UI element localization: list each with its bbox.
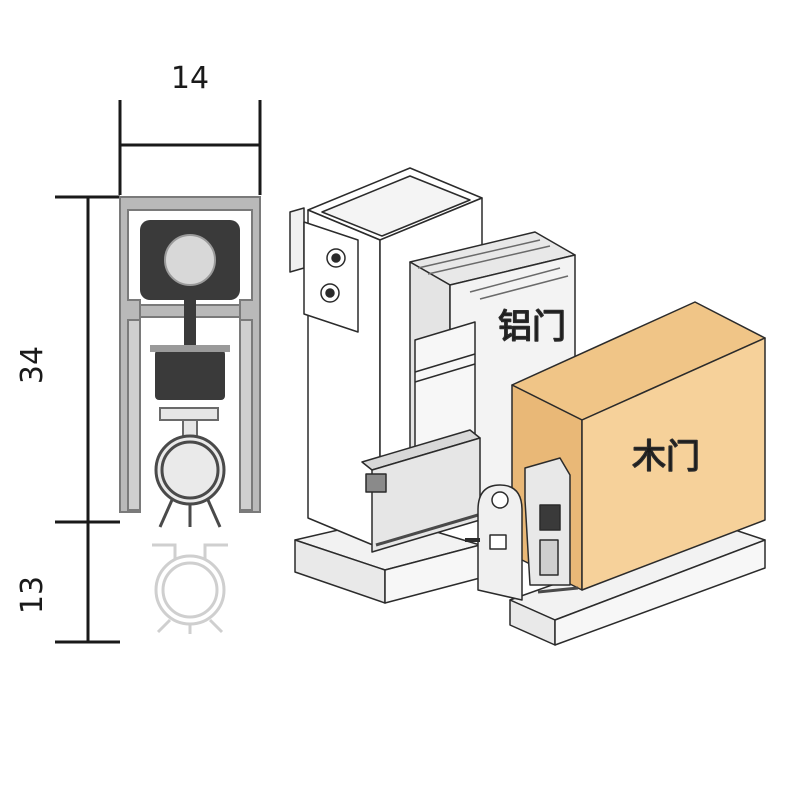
adjustment-bracket bbox=[465, 484, 523, 601]
seal-holder bbox=[159, 407, 219, 441]
width-label: 14 bbox=[171, 61, 209, 96]
piston-block bbox=[150, 345, 230, 400]
pin-hole bbox=[164, 234, 216, 286]
height-body-label: 34 bbox=[15, 346, 50, 384]
seal-dropped-position bbox=[152, 543, 228, 634]
floor-slab-right bbox=[509, 524, 766, 646]
wood-door-label: 木门 bbox=[632, 437, 700, 477]
mechanism-chamber bbox=[140, 220, 240, 355]
wood-door bbox=[511, 301, 766, 594]
rubber-seal bbox=[154, 434, 226, 528]
height-dimension bbox=[55, 195, 120, 644]
cross-section: 14 34 13 bbox=[15, 61, 262, 644]
door-illustration: 铝门 木门 bbox=[289, 167, 766, 646]
width-dimension bbox=[118, 100, 262, 195]
height-drop-label: 13 bbox=[15, 576, 50, 614]
aluminum-door-label: 铝门 bbox=[498, 307, 566, 347]
